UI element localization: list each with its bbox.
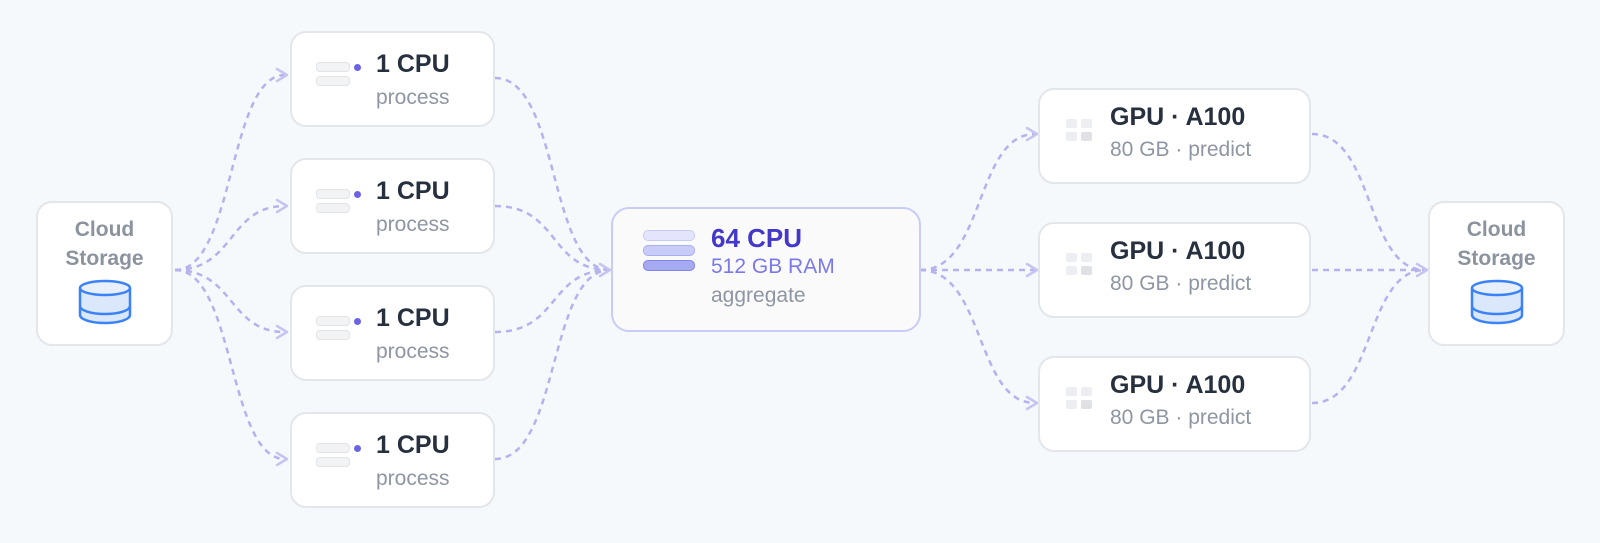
arrowhead <box>275 324 289 340</box>
server-icon <box>316 443 350 471</box>
gpu-node-2[interactable]: GPU · A100 80 GB · predict <box>1038 222 1311 318</box>
edge-process-3-to-aggregate <box>494 268 611 334</box>
gpu-node-1[interactable]: GPU · A100 80 GB · predict <box>1038 88 1311 184</box>
arrowhead <box>275 198 289 214</box>
gpu-sub: 80 GB · predict <box>1110 406 1252 429</box>
arrowhead <box>598 262 612 278</box>
database-icon <box>78 279 131 325</box>
process-node-3[interactable]: 1 CPU process <box>290 285 495 381</box>
edge-aggregate-to-gpu-1 <box>919 132 1036 272</box>
process-title: 1 CPU <box>376 50 450 78</box>
gpu-chip-icon <box>1066 119 1094 143</box>
status-dot <box>354 445 361 452</box>
server-stack-icon <box>643 230 695 275</box>
process-node-4[interactable]: 1 CPU process <box>290 412 495 508</box>
edge-gpu-1-to-storage <box>1311 132 1426 272</box>
cloud-storage-destination[interactable]: Cloud Storage <box>1428 201 1565 346</box>
server-icon <box>316 316 350 344</box>
aggregate-node[interactable]: 64 CPU 512 GB RAM aggregate <box>611 207 921 332</box>
gpu-chip-icon <box>1066 387 1094 411</box>
process-title: 1 CPU <box>376 304 450 332</box>
process-title: 1 CPU <box>376 177 450 205</box>
status-dot <box>354 64 361 71</box>
cloud-storage-label: Cloud Storage <box>1457 218 1536 270</box>
database-icon <box>1470 279 1523 325</box>
status-dot <box>354 318 361 325</box>
gpu-chip-icon <box>1066 253 1094 277</box>
arrowhead <box>1025 395 1039 411</box>
process-task: process <box>376 340 450 363</box>
edge-storage-to-process-2 <box>174 204 286 272</box>
arrowhead <box>1025 126 1039 142</box>
cloud-storage-source[interactable]: Cloud Storage <box>36 201 173 346</box>
aggregate-ram: 512 GB RAM <box>711 255 835 278</box>
aggregate-title: 64 CPU <box>711 223 803 253</box>
status-dot <box>354 191 361 198</box>
process-task: process <box>376 467 450 490</box>
edge-storage-to-process-4 <box>174 268 286 461</box>
process-task: process <box>376 86 450 109</box>
edge-process-2-to-aggregate <box>494 204 611 272</box>
edge-storage-to-process-3 <box>174 268 286 334</box>
gpu-title: GPU · A100 <box>1110 371 1246 399</box>
gpu-title: GPU · A100 <box>1110 103 1246 131</box>
process-task: process <box>376 213 450 236</box>
cloud-storage-label: Cloud Storage <box>65 218 144 270</box>
edge-aggregate-to-gpu-3 <box>919 268 1036 405</box>
edge-process-4-to-aggregate <box>494 268 611 461</box>
gpu-node-3[interactable]: GPU · A100 80 GB · predict <box>1038 356 1311 452</box>
arrowhead <box>1415 262 1429 278</box>
gpu-title: GPU · A100 <box>1110 237 1246 265</box>
process-node-1[interactable]: 1 CPU process <box>290 31 495 127</box>
server-icon <box>316 189 350 217</box>
arrowhead <box>275 67 289 83</box>
process-title: 1 CPU <box>376 431 450 459</box>
arrowhead <box>275 451 289 467</box>
gpu-sub: 80 GB · predict <box>1110 272 1252 295</box>
gpu-sub: 80 GB · predict <box>1110 138 1252 161</box>
server-icon <box>316 62 350 90</box>
edge-process-1-to-aggregate <box>494 76 611 272</box>
process-node-2[interactable]: 1 CPU process <box>290 158 495 254</box>
arrowhead <box>1025 262 1039 278</box>
edge-storage-to-process-1 <box>174 73 286 272</box>
edge-gpu-3-to-storage <box>1311 268 1426 405</box>
aggregate-task: aggregate <box>711 284 806 307</box>
